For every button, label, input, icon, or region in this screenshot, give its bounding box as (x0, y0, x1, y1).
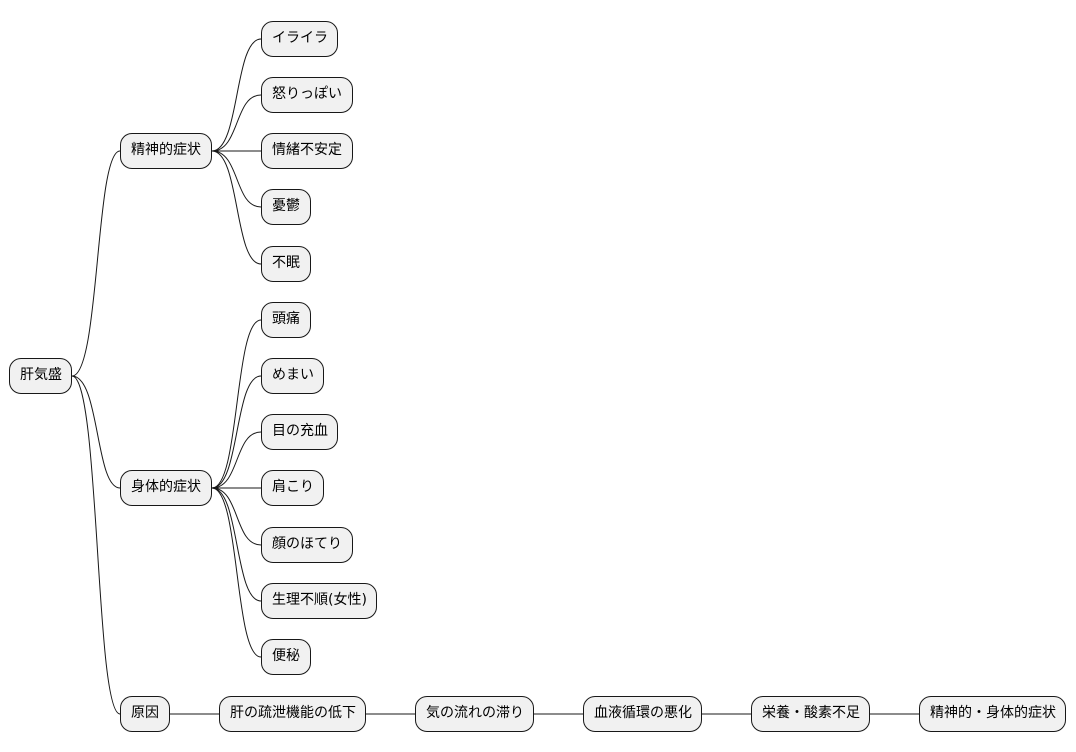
edge-root-cause (71, 375, 121, 715)
edge-physical-item-4 (211, 487, 262, 546)
physical-item-headache: 頭痛 (261, 302, 311, 338)
branch-cause: 原因 (120, 696, 170, 732)
physical-item-bloodshot-eyes: 目の充血 (261, 414, 338, 450)
mental-item-emotional-instability: 情緒不安定 (261, 133, 353, 169)
physical-item-facial-flush: 顔のほてり (261, 527, 353, 563)
edge-physical-item-6 (211, 487, 262, 658)
cause-chain-step-4: 栄養・酸素不足 (751, 696, 870, 732)
mental-item-quick-temper: 怒りっぽい (261, 77, 353, 113)
edge-mental-item-1 (211, 94, 262, 152)
cause-chain-step-5: 精神的・身体的症状 (919, 696, 1066, 732)
edge-mental-item-3 (211, 150, 262, 208)
physical-item-stiff-shoulders: 肩こり (261, 470, 324, 506)
branch-physical-symptoms: 身体的症状 (120, 470, 212, 506)
cause-chain-step-1: 肝の疏泄機能の低下 (219, 696, 366, 732)
edge-physical-item-0 (211, 319, 262, 489)
physical-item-dizziness: めまい (261, 358, 324, 394)
root-node: 肝気盛 (9, 358, 72, 394)
edge-physical-item-5 (211, 487, 262, 602)
mental-item-irritation: イライラ (261, 21, 338, 57)
physical-item-constipation: 便秘 (261, 639, 311, 675)
edge-root-physical (71, 375, 121, 489)
cause-chain-step-3: 血液循環の悪化 (583, 696, 702, 732)
edge-physical-item-2 (211, 431, 262, 489)
mental-item-depression: 憂鬱 (261, 189, 311, 225)
edge-mental-item-0 (211, 38, 262, 152)
edge-physical-item-1 (211, 375, 262, 489)
physical-item-irregular-menstruation: 生理不順(女性) (261, 583, 377, 619)
edge-root-mental (71, 150, 121, 377)
branch-mental-symptoms: 精神的症状 (120, 133, 212, 169)
mental-item-insomnia: 不眠 (261, 246, 311, 282)
edge-mental-item-4 (211, 150, 262, 265)
cause-chain-step-2: 気の流れの滞り (415, 696, 534, 732)
